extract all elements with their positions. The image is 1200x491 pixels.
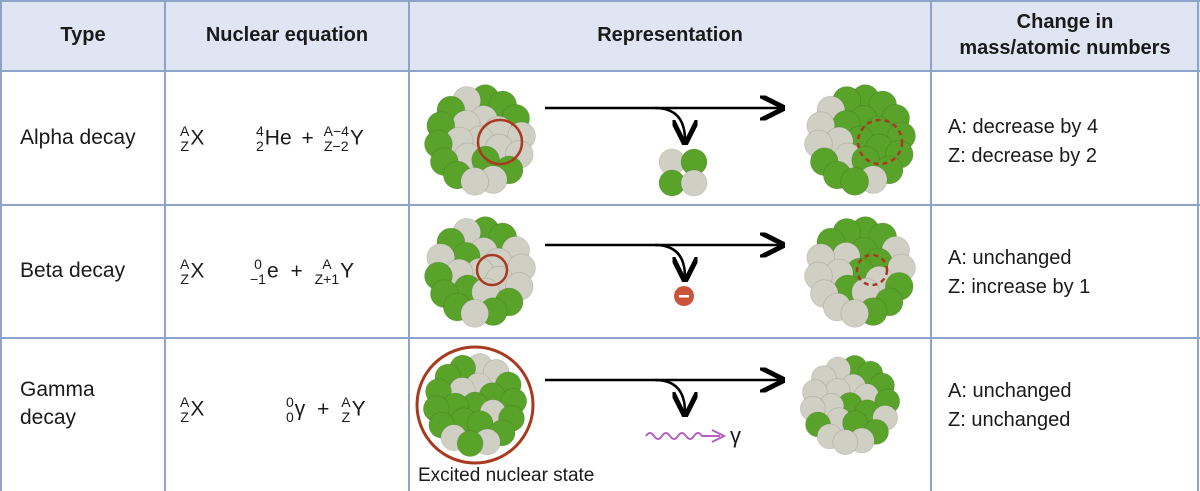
emitted-scripts: 0−1 — [250, 256, 266, 287]
neutron — [840, 299, 870, 328]
type-alpha: Alpha decay — [20, 126, 136, 149]
alpha-parent-nucleus — [424, 84, 536, 196]
gamma-wave-icon — [645, 432, 720, 440]
neutron — [832, 429, 859, 456]
header-change-line1: Change in — [1016, 11, 1114, 33]
header-representation: Representation — [597, 24, 743, 46]
change-alpha: A: decrease by 4 Z: decrease by 2 — [948, 116, 1099, 167]
grid-line — [0, 70, 1200, 72]
gamma-daughter-nucleus — [799, 354, 901, 456]
emission-outline — [475, 253, 509, 287]
neutron — [460, 167, 490, 196]
grid-line — [0, 204, 1200, 206]
grid-line — [0, 0, 1200, 2]
gamma-label: γ — [730, 423, 741, 448]
neutron — [680, 169, 708, 197]
gamma-parent-nucleus — [422, 353, 528, 457]
grid-line — [408, 0, 410, 491]
vacancy-outline — [855, 253, 889, 287]
alpha-branch-arrow — [654, 106, 685, 140]
proton — [840, 167, 870, 196]
proton — [456, 430, 484, 457]
grid-line — [1197, 0, 1199, 491]
type-gamma: Gamma decay — [20, 378, 95, 429]
vacancy-outline — [856, 118, 904, 166]
grid-line — [0, 0, 2, 491]
header-change-line2: mass/atomic numbers — [959, 37, 1171, 59]
change-beta: A: unchanged Z: increase by 1 — [948, 247, 1091, 298]
change-gamma: A: unchanged Z: unchanged — [948, 380, 1072, 431]
gamma-wave-arrowhead — [711, 429, 727, 443]
grid-line — [164, 0, 166, 491]
alpha-daughter-nucleus — [804, 84, 916, 196]
header-type: Type — [60, 24, 106, 46]
grid-line — [0, 337, 1200, 339]
emission-outline — [476, 118, 524, 166]
electron-minus — [679, 295, 689, 298]
beta-daughter-nucleus — [804, 216, 916, 328]
neutron — [460, 299, 490, 328]
alpha-particle — [658, 148, 708, 197]
excited-state-outline — [415, 345, 535, 465]
beta-branch-arrow — [654, 243, 685, 277]
header-equation: Nuclear equation — [205, 24, 369, 46]
excited-state-caption: Excited nuclear state — [418, 465, 595, 486]
type-beta: Beta decay — [20, 259, 126, 282]
header-row — [0, 0, 1200, 70]
header-change: Change in mass/atomic numbers — [932, 0, 1198, 70]
beta-parent-nucleus — [424, 216, 536, 328]
grid-line — [930, 0, 932, 491]
gamma-branch-arrow — [654, 378, 685, 412]
